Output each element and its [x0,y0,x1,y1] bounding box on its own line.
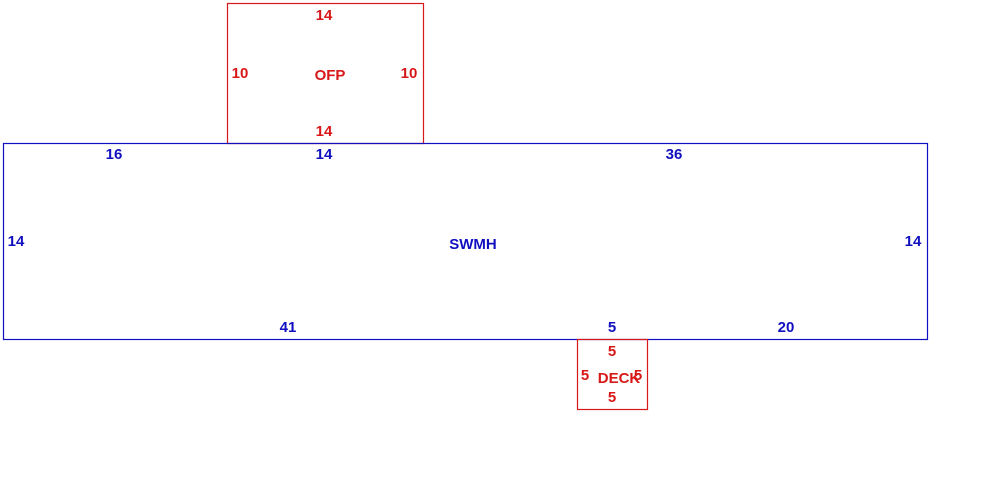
swmh-label: SWMH [449,236,497,253]
swmh-dim-bottom-left: 41 [280,319,297,336]
deck-outline [576,338,649,411]
deck-dim-bottom: 5 [608,389,616,406]
ofp-area: OFP 14 10 10 14 [226,2,425,145]
ofp-dim-top: 14 [316,7,333,24]
deck-area: DECK 5 5 5 5 [576,338,649,411]
ofp-dim-left: 10 [232,65,249,82]
ofp-dim-right: 10 [401,65,418,82]
swmh-area: SWMH 16 14 36 14 14 41 5 20 [2,142,929,341]
deck-dim-top: 5 [608,343,616,360]
swmh-dim-top-right: 36 [666,146,683,163]
deck-label: DECK [598,370,641,387]
swmh-dim-top-middle: 14 [316,146,333,163]
ofp-dim-bottom: 14 [316,123,333,140]
swmh-outline [2,142,929,341]
swmh-dim-right: 14 [905,233,922,250]
ofp-label: OFP [315,67,346,84]
swmh-dim-top-left: 16 [106,146,123,163]
swmh-dim-bottom-right: 20 [778,319,795,336]
deck-dim-left: 5 [581,367,589,384]
swmh-dim-bottom-middle: 5 [608,319,616,336]
deck-dim-right: 5 [634,367,642,384]
swmh-dim-left: 14 [8,233,25,250]
